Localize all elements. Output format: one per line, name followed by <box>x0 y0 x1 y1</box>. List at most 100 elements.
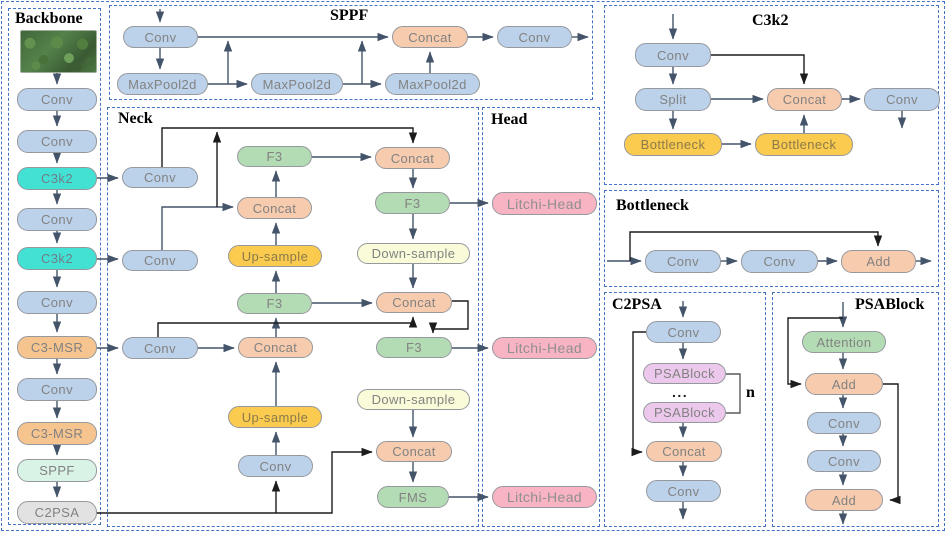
hd-lh3-node: Litchi-Head <box>492 486 597 508</box>
nk-ds2-node: Down-sample <box>357 389 470 410</box>
ps-conv1-node: Conv <box>807 412 881 434</box>
ps-add1-node: Add <box>805 373 883 395</box>
ps-add2-node: Add <box>805 489 883 511</box>
repeat-count-label: n <box>746 384 755 401</box>
neck-panel <box>107 107 479 527</box>
node-label: Concat <box>253 340 298 355</box>
sppf-arrows <box>155 9 589 89</box>
bb-c3msr-2-node: C3-MSR <box>17 422 97 445</box>
sp-concat-node: Concat <box>392 26 468 48</box>
ck-concat-node: Concat <box>767 88 842 111</box>
node-label: Conv <box>657 47 689 63</box>
node-label: PSABlock <box>653 366 715 381</box>
node-label: SPPF <box>39 463 75 478</box>
node-label: Bottleneck <box>640 137 706 152</box>
node-label: Conv <box>667 483 700 499</box>
node-label: Conv <box>667 254 699 269</box>
node-label: Bottleneck <box>771 137 837 152</box>
node-label: MaxPool2d <box>398 76 467 92</box>
ck-bn2-node: Bottleneck <box>755 133 853 156</box>
node-label: Conv <box>763 254 796 269</box>
cp-concat-node: Concat <box>646 441 722 462</box>
bottleneck-skip-line <box>629 231 883 261</box>
nk-ds1-node: Down-sample <box>357 243 470 264</box>
backbone-panel <box>8 8 101 525</box>
node-label: Conv <box>41 134 73 149</box>
psablock-title: PSABlock <box>855 296 925 313</box>
bn-conv2-node: Conv <box>741 250 818 273</box>
cp-conv1-node: Conv <box>646 321 721 343</box>
node-label: Concat <box>252 200 297 216</box>
node-label: Conv <box>518 29 551 45</box>
sppf-title: SPPF <box>330 7 369 24</box>
nk-up1-node: Up-sample <box>228 245 322 267</box>
c2psa-title: C2PSA <box>612 296 662 313</box>
neck-skip-lines <box>97 127 469 514</box>
c2psa-skip-line <box>631 331 646 457</box>
node-label: F3 <box>404 195 421 211</box>
node-label: Conv <box>144 29 177 45</box>
node-label: Conv <box>144 253 176 268</box>
node-label: Split <box>659 92 687 107</box>
nk-concat-r3-node: Concat <box>376 441 452 462</box>
node-label: FMS <box>398 489 428 505</box>
nk-f3-r2-node: F3 <box>376 337 452 358</box>
node-label: F3 <box>406 340 422 355</box>
c2psa-repeat-bracket <box>726 373 741 414</box>
node-label: Concat <box>390 150 435 166</box>
nk-concat-tr-node: Concat <box>375 147 450 169</box>
node-label: C3-MSR <box>30 426 84 441</box>
ck-conv2-node: Conv <box>864 88 940 111</box>
node-label: Conv <box>828 453 860 469</box>
node-label: Down-sample <box>371 246 456 261</box>
node-label: Conv <box>828 415 860 431</box>
bottleneck-title: Bottleneck <box>616 197 689 214</box>
bb-c2psa-node: C2PSA <box>17 501 97 524</box>
nk-conv3-node: Conv <box>122 337 198 359</box>
sp-conv2-node: Conv <box>497 26 572 48</box>
nk-concat-mid2-node: Concat <box>238 337 313 358</box>
node-label: C3k2 <box>41 251 73 266</box>
node-label: Conv <box>41 92 73 107</box>
node-label: MaxPool2d <box>128 76 197 92</box>
node-label: Concat <box>782 92 827 107</box>
bn-add-node: Add <box>841 250 916 273</box>
node-label: Concat <box>662 444 706 459</box>
node-label: Conv <box>144 170 176 185</box>
node-label: Down-sample <box>371 392 456 407</box>
c3k2-title: C3k2 <box>752 12 789 29</box>
bb-c3k2-1-node: C3k2 <box>17 167 97 190</box>
sp-mp2-node: MaxPool2d <box>251 73 343 95</box>
ps-att-node: Attention <box>802 331 886 353</box>
node-label: Litchi-Head <box>506 340 583 356</box>
nk-conv4-node: Conv <box>238 455 313 477</box>
psablock-panel <box>772 292 939 527</box>
ps-conv2-node: Conv <box>807 450 881 472</box>
bb-conv5-node: Conv <box>17 378 97 401</box>
head-title: Head <box>491 111 528 128</box>
nk-concat-r2-node: Concat <box>376 292 452 313</box>
node-label: Add <box>866 254 891 269</box>
ck-split-node: Split <box>635 88 711 111</box>
node-label: Conv <box>259 458 292 474</box>
c2psa-panel <box>604 292 766 527</box>
nk-fms-node: FMS <box>377 486 449 508</box>
node-label: Conv <box>886 92 918 107</box>
node-label: C2PSA <box>34 505 80 520</box>
nk-up2-node: Up-sample <box>228 406 322 428</box>
backbone-title: Backbone <box>15 10 83 27</box>
sppf-panel <box>109 5 593 100</box>
node-label: Up-sample <box>241 248 309 264</box>
cp-psa1-node: PSABlock <box>643 363 726 384</box>
nk-conv2-node: Conv <box>122 250 198 271</box>
node-label: Concat <box>408 29 452 45</box>
bn-conv1-node: Conv <box>645 250 721 273</box>
neck-title: Neck <box>118 110 153 127</box>
nk-f3-mid-node: F3 <box>237 293 312 314</box>
bb-c3msr-1-node: C3-MSR <box>17 336 97 359</box>
c3k2-skip-line <box>711 54 809 85</box>
bb-conv3-node: Conv <box>17 208 97 231</box>
head-panel <box>482 107 600 527</box>
